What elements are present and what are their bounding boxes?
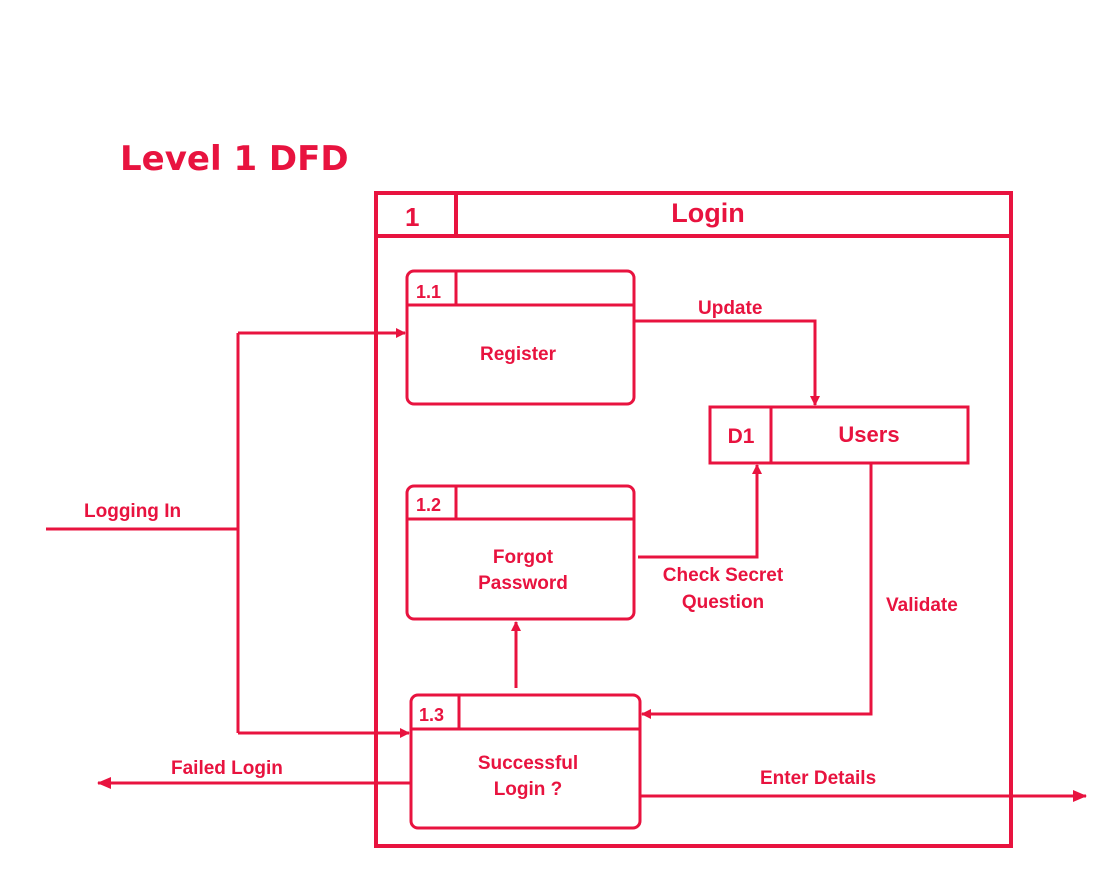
flow-label-validate: Validate <box>886 595 958 616</box>
flow-enter-details: Enter Details <box>640 768 1087 802</box>
flow-label-check-secret-line-1: Check Secret <box>663 565 784 586</box>
process-name-success-line-1: Successful <box>478 753 578 774</box>
flow-validate: Validate <box>641 463 958 719</box>
datastore-id: D1 <box>728 425 755 448</box>
process-register: 1.1 Register <box>405 269 636 406</box>
flow-label-failed-login: Failed Login <box>171 758 283 779</box>
flow-label-check-secret-line-2: Question <box>682 592 764 613</box>
flow-label-logging-in: Logging In <box>84 501 181 522</box>
flow-update: Update <box>634 298 820 406</box>
flow-check-secret-question: Check Secret Question <box>638 464 784 613</box>
flow-label-update: Update <box>698 298 762 319</box>
datastore-users: D1 Users <box>708 405 970 465</box>
main-process-login: 1 Login <box>374 191 1013 848</box>
flow-failed-login: Failed Login <box>97 758 411 789</box>
main-process-id: 1 <box>405 202 419 232</box>
process-id-1-1: 1.1 <box>416 282 441 302</box>
process-forgot-password: 1.2 Forgot Password <box>405 484 636 621</box>
process-successful-login: 1.3 Successful Login ? <box>409 693 642 830</box>
process-name-forgot-line-1: Forgot <box>493 547 554 568</box>
datastore-name: Users <box>838 422 899 447</box>
process-name-success-line-2: Login ? <box>494 779 563 800</box>
diagram-title: Level 1 DFD <box>120 139 349 179</box>
main-process-name: Login <box>671 198 744 228</box>
process-name-register: Register <box>480 344 557 365</box>
flow-logging-in: Logging In <box>46 328 410 738</box>
process-id-1-2: 1.2 <box>416 495 441 515</box>
flow-label-enter-details: Enter Details <box>760 768 876 789</box>
process-id-1-3: 1.3 <box>419 705 444 725</box>
process-name-forgot-line-2: Password <box>478 573 568 594</box>
